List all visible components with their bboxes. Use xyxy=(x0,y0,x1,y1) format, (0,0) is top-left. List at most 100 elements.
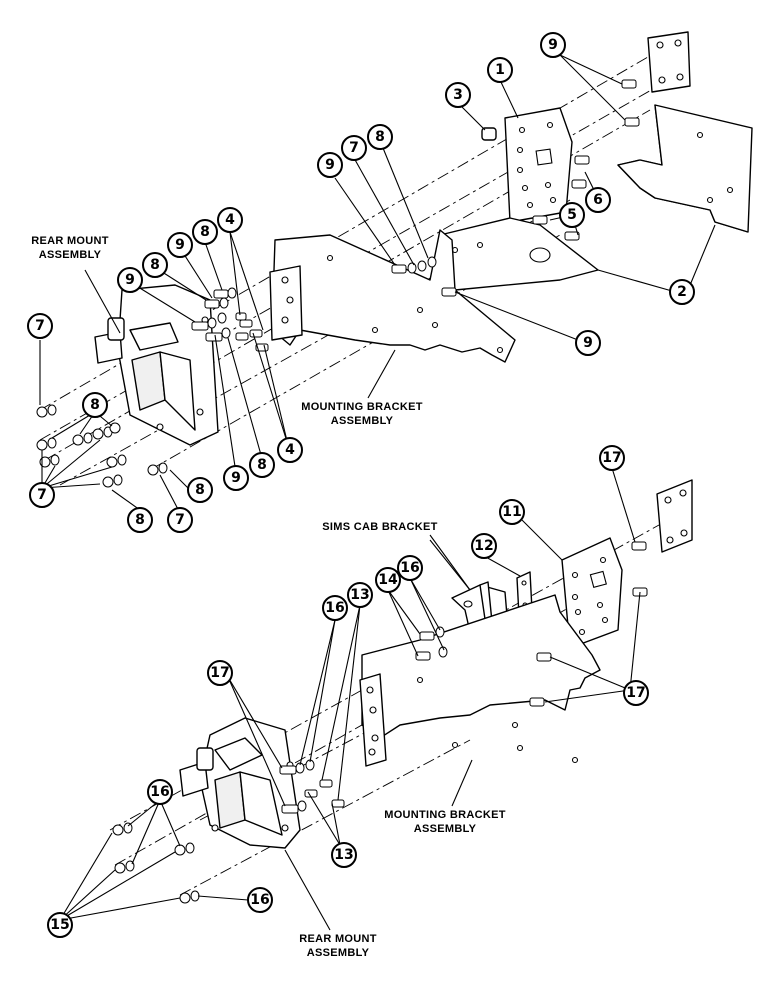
callout-8-mid: 8 xyxy=(367,124,393,150)
svg-text:17: 17 xyxy=(210,665,229,681)
svg-text:11: 11 xyxy=(502,504,521,520)
callout-17-right: 17 xyxy=(623,680,649,706)
end-plate-bottom xyxy=(656,479,693,553)
callout-8-washers: 8 xyxy=(82,392,108,418)
callout-9-left: 9 xyxy=(117,267,143,293)
svg-text:8: 8 xyxy=(195,482,205,498)
hardware-bolts-top xyxy=(191,287,269,352)
callout-7-bottom: 7 xyxy=(167,507,193,533)
bottom-assembly: 17 11 12 16 14 13 16 17 17 13 16 15 16 S… xyxy=(47,445,693,959)
svg-text:9: 9 xyxy=(125,272,135,288)
callout-5: 5 xyxy=(559,202,585,228)
top-assembly: 1 9 3 6 5 2 9 9 7 8 4 8 9 8 9 4 8 9 7 8 … xyxy=(27,31,753,533)
callout-7-mid: 7 xyxy=(341,135,367,161)
mounting-bracket-assembly-bottom xyxy=(359,594,601,767)
label-sims-cab-bracket: SIMS CAB BRACKET xyxy=(322,521,437,533)
svg-text:16: 16 xyxy=(400,560,419,576)
svg-text:9: 9 xyxy=(175,237,185,253)
callout-16-mid: 16 xyxy=(322,595,348,621)
callout-13-lower: 13 xyxy=(331,842,357,868)
callout-8-right-bottom: 8 xyxy=(187,477,213,503)
svg-text:3: 3 xyxy=(453,87,463,103)
label-mounting-bracket-bottom-line2: ASSEMBLY xyxy=(414,823,477,835)
callout-15: 15 xyxy=(47,912,73,938)
callout-17-left: 17 xyxy=(207,660,233,686)
svg-text:2: 2 xyxy=(677,284,687,300)
callout-4-upper: 4 xyxy=(217,207,243,233)
svg-text:1: 1 xyxy=(495,62,505,78)
svg-text:5: 5 xyxy=(567,207,577,223)
callout-16-left: 16 xyxy=(147,779,173,805)
callout-9-lower: 9 xyxy=(223,465,249,491)
svg-text:9: 9 xyxy=(583,335,593,351)
hardware-right-top xyxy=(391,79,640,297)
svg-text:4: 4 xyxy=(285,442,295,458)
label-rear-mount-top-line2: ASSEMBLY xyxy=(39,249,102,261)
callout-9-top-right: 9 xyxy=(540,32,566,58)
svg-text:16: 16 xyxy=(325,600,344,616)
hardware-nuts-top xyxy=(36,404,168,488)
svg-text:17: 17 xyxy=(602,450,621,466)
callout-16-upper: 16 xyxy=(397,555,423,581)
svg-text:16: 16 xyxy=(250,892,269,908)
svg-text:7: 7 xyxy=(35,318,45,334)
mounting-bracket-assembly-top xyxy=(269,229,516,363)
svg-text:7: 7 xyxy=(37,487,47,503)
rear-mount-assembly-bottom xyxy=(179,717,301,849)
mounting-plate-part-11 xyxy=(561,537,623,649)
callout-3: 3 xyxy=(445,82,471,108)
svg-text:9: 9 xyxy=(231,470,241,486)
callout-4-lower: 4 xyxy=(277,437,303,463)
svg-text:6: 6 xyxy=(593,192,603,208)
callout-17-top: 17 xyxy=(599,445,625,471)
callout-12: 12 xyxy=(471,533,497,559)
mounting-plate-part-1 xyxy=(504,107,573,223)
callout-6: 6 xyxy=(585,187,611,213)
svg-text:14: 14 xyxy=(378,572,398,588)
svg-text:8: 8 xyxy=(375,129,385,145)
callout-2: 2 xyxy=(669,279,695,305)
svg-text:7: 7 xyxy=(349,140,359,156)
callout-7-top-left: 7 xyxy=(27,313,53,339)
svg-text:17: 17 xyxy=(626,685,645,701)
callout-8-left: 8 xyxy=(142,252,168,278)
label-mounting-bracket-top-line2: ASSEMBLY xyxy=(331,415,394,427)
callout-14: 14 xyxy=(375,567,401,593)
leader-lines-bottom xyxy=(59,467,641,921)
label-rear-mount-bottom-line2: ASSEMBLY xyxy=(307,947,370,959)
svg-text:8: 8 xyxy=(90,397,100,413)
extension-plate-top xyxy=(439,217,599,291)
svg-text:12: 12 xyxy=(474,538,493,554)
support-bracket-part-2 xyxy=(617,104,753,233)
svg-text:15: 15 xyxy=(50,917,69,933)
callout-7-nuts: 7 xyxy=(29,482,55,508)
end-plate-top xyxy=(647,31,691,93)
callout-9-upper: 9 xyxy=(167,232,193,258)
svg-text:9: 9 xyxy=(325,157,335,173)
callout-1: 1 xyxy=(487,57,513,83)
svg-text:16: 16 xyxy=(150,784,169,800)
svg-text:9: 9 xyxy=(548,37,558,53)
callout-13-upper: 13 xyxy=(347,582,373,608)
svg-text:8: 8 xyxy=(200,224,210,240)
label-mounting-bracket-bottom-line1: MOUNTING BRACKET xyxy=(384,809,506,821)
svg-text:13: 13 xyxy=(334,847,353,863)
svg-text:8: 8 xyxy=(150,257,160,273)
callout-16-bottom: 16 xyxy=(247,887,273,913)
label-rear-mount-top-line1: REAR MOUNT xyxy=(31,235,109,247)
callout-9-bracket: 9 xyxy=(575,330,601,356)
callout-8-bottom: 8 xyxy=(127,507,153,533)
spacer-part-3 xyxy=(481,127,497,141)
rear-mount-assembly-top xyxy=(94,284,219,446)
label-rear-mount-bottom-line1: REAR MOUNT xyxy=(299,933,377,945)
callout-11: 11 xyxy=(499,499,525,525)
svg-text:8: 8 xyxy=(135,512,145,528)
svg-text:7: 7 xyxy=(175,512,185,528)
callout-8-lower: 8 xyxy=(249,452,275,478)
callout-9-mid: 9 xyxy=(317,152,343,178)
svg-text:13: 13 xyxy=(350,587,369,603)
callout-8-upper: 8 xyxy=(192,219,218,245)
svg-text:4: 4 xyxy=(225,212,235,228)
